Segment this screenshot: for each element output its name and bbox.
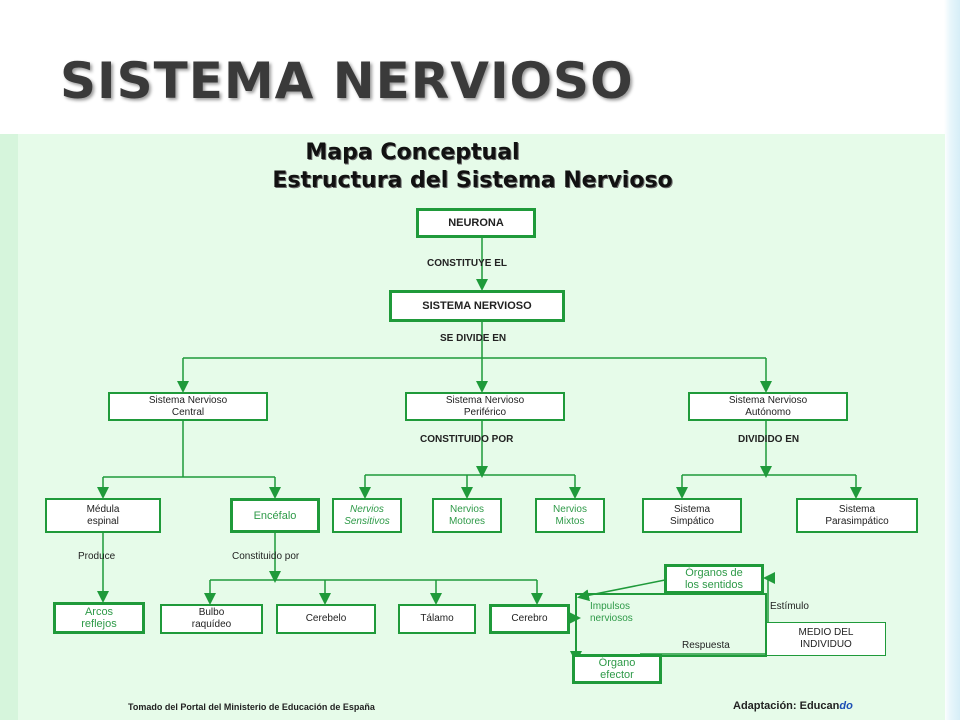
node-sistema-nervioso: SISTEMA NERVIOSO xyxy=(389,290,565,322)
node-sna: Sistema Nervioso Autónomo xyxy=(688,392,848,421)
node-bulbo: Bulbo raquídeo xyxy=(160,604,263,634)
node-medula: Médula espinal xyxy=(45,498,161,533)
footer-adaptation-prefix: Adaptación: Educan xyxy=(733,700,840,712)
link-se-divide: SE DIVIDE EN xyxy=(440,333,507,344)
map-heading: Mapa Conceptual xyxy=(305,140,520,165)
node-snc: Sistema Nervioso Central xyxy=(108,392,268,421)
node-arcos-reflejos: Arcos reflejos xyxy=(53,602,145,634)
slide-title: SISTEMA NERVIOSO xyxy=(60,52,634,110)
node-organos-sentidos: Órganos de los sentidos xyxy=(664,564,764,594)
node-organo-efector: Órgano efector xyxy=(572,654,662,684)
slide-accent-bar xyxy=(944,0,960,720)
node-impulsos-nerviosos: Impulsos nerviosos xyxy=(590,601,633,624)
map-subheading: Estructura del Sistema Nervioso xyxy=(272,168,673,193)
link-constituido-por: Constituido por xyxy=(232,551,300,562)
node-cerebelo: Cerebelo xyxy=(276,604,376,634)
node-cerebro: Cerebro xyxy=(489,604,570,634)
link-produce: Produce xyxy=(78,551,116,562)
node-medio-individuo: MEDIO DEL INDIVIDUO xyxy=(766,622,886,656)
node-nervios-sensitivos: Nervios Sensitivos xyxy=(332,498,402,533)
node-talamo: Tálamo xyxy=(398,604,476,634)
node-nervios-motores: Nervios Motores xyxy=(432,498,502,533)
link-respuesta: Respuesta xyxy=(682,640,730,651)
node-snp: Sistema Nervioso Periférico xyxy=(405,392,565,421)
link-estimulo: Estímulo xyxy=(770,601,809,612)
node-neurona: NEURONA xyxy=(416,208,536,238)
link-constituye: CONSTITUYE EL xyxy=(427,258,508,269)
footer-adaptation: Adaptación: Educando xyxy=(733,700,853,712)
footer-source: Tomado del Portal del Ministerio de Educ… xyxy=(128,702,375,712)
node-nervios-mixtos: Nervios Mixtos xyxy=(535,498,605,533)
link-dividido-en: DIVIDIDO EN xyxy=(738,434,800,445)
node-simpatico: Sistema Simpático xyxy=(642,498,742,533)
footer-adaptation-suffix: do xyxy=(839,700,853,712)
node-encefalo: Encéfalo xyxy=(230,498,320,533)
link-constituido-por-caps: CONSTITUIDO POR xyxy=(420,434,514,445)
node-parasimpatico: Sistema Parasimpático xyxy=(796,498,918,533)
